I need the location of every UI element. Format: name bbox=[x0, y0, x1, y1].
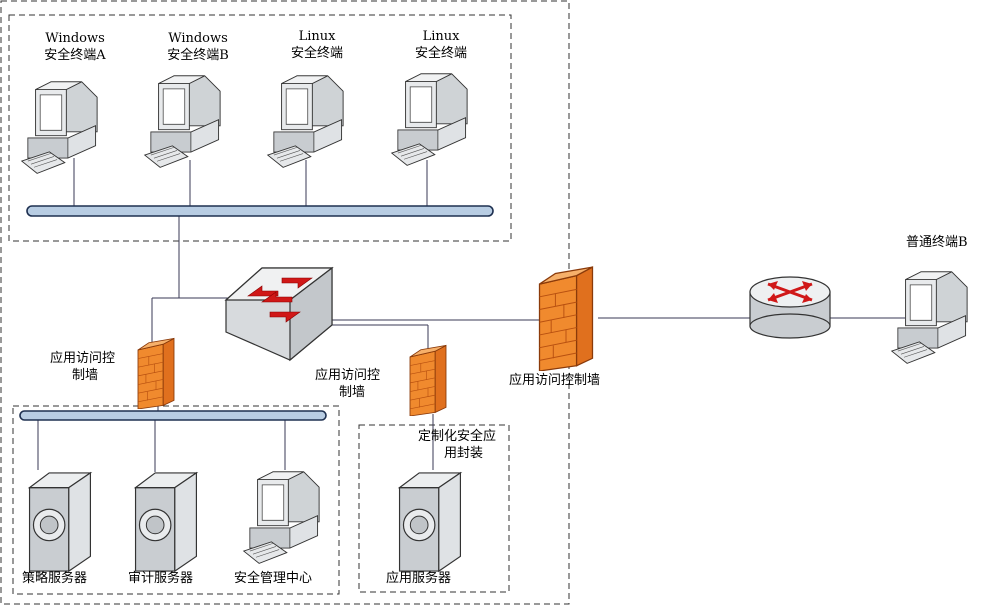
intranet-boundary bbox=[0, 0, 570, 605]
linux-terminal-2-pc-icon bbox=[391, 73, 468, 166]
mgmt-center-label: 安全管理中心 bbox=[234, 571, 313, 586]
app-server-icon bbox=[398, 472, 462, 572]
switch-icon bbox=[224, 266, 334, 362]
linux-terminal-1-label-line1: Linux bbox=[298, 29, 336, 44]
linux-terminal-2-label: Linux 安全终端 bbox=[406, 28, 476, 62]
app-server-group bbox=[358, 424, 510, 593]
windows-terminal-b-pc-icon bbox=[144, 75, 221, 168]
normal-terminal-label: 普通终端B bbox=[906, 235, 968, 250]
windows-terminal-b-label-line2: 安全终端B bbox=[167, 48, 229, 63]
left-firewall-icon bbox=[137, 337, 175, 409]
mgmt-center-pc-icon bbox=[243, 471, 320, 564]
linux-terminal-1-pc-icon bbox=[267, 75, 344, 168]
linux-terminal-1-label: Linux 安全终端 bbox=[282, 28, 352, 62]
mid-firewall-label-line2: 制墙 bbox=[339, 385, 366, 400]
policy-server-label: 策略服务器 bbox=[22, 571, 88, 586]
linux-terminal-1-label-line2: 安全终端 bbox=[290, 46, 343, 61]
custom-security-label: 定制化安全应 用封装 bbox=[418, 428, 496, 462]
mid-firewall-icon bbox=[409, 344, 447, 416]
big-firewall-icon bbox=[538, 266, 594, 371]
windows-terminal-a-pc-icon bbox=[21, 81, 98, 174]
policy-server-icon bbox=[28, 472, 92, 572]
left-firewall-label: 应用访问控 制墙 bbox=[50, 350, 115, 384]
windows-terminal-a-label: Windows 安全终端A bbox=[40, 30, 110, 64]
app-server-label: 应用服务器 bbox=[386, 571, 452, 586]
secure-terminal-group bbox=[8, 14, 512, 242]
windows-terminal-b-label-line1: Windows bbox=[168, 31, 228, 46]
router-icon bbox=[749, 276, 831, 339]
audit-server-label: 审计服务器 bbox=[128, 571, 194, 586]
linux-terminal-2-label-line1: Linux bbox=[422, 29, 460, 44]
server-group bbox=[12, 405, 340, 595]
windows-terminal-a-label-line2: 安全终端A bbox=[44, 48, 106, 63]
windows-terminal-a-label-line1: Windows bbox=[45, 31, 105, 46]
custom-security-label-line2: 用封装 bbox=[444, 446, 484, 461]
custom-security-label-line1: 定制化安全应 bbox=[418, 429, 497, 444]
left-firewall-label-line1: 应用访问控 bbox=[50, 351, 116, 366]
windows-terminal-b-label: Windows 安全终端B bbox=[158, 30, 238, 64]
top-lan-bus bbox=[26, 205, 494, 217]
server-lan-bus bbox=[19, 410, 327, 421]
audit-server-icon bbox=[134, 472, 198, 572]
big-firewall-label: 应用访问控制墙 bbox=[509, 373, 601, 388]
linux-terminal-2-label-line2: 安全终端 bbox=[414, 46, 467, 61]
mid-firewall-label-line1: 应用访问控 bbox=[315, 368, 381, 383]
mid-firewall-label: 应用访问控 制墙 bbox=[315, 367, 380, 401]
left-firewall-label-line2: 制墙 bbox=[72, 368, 99, 383]
connection-lines bbox=[37, 158, 905, 472]
